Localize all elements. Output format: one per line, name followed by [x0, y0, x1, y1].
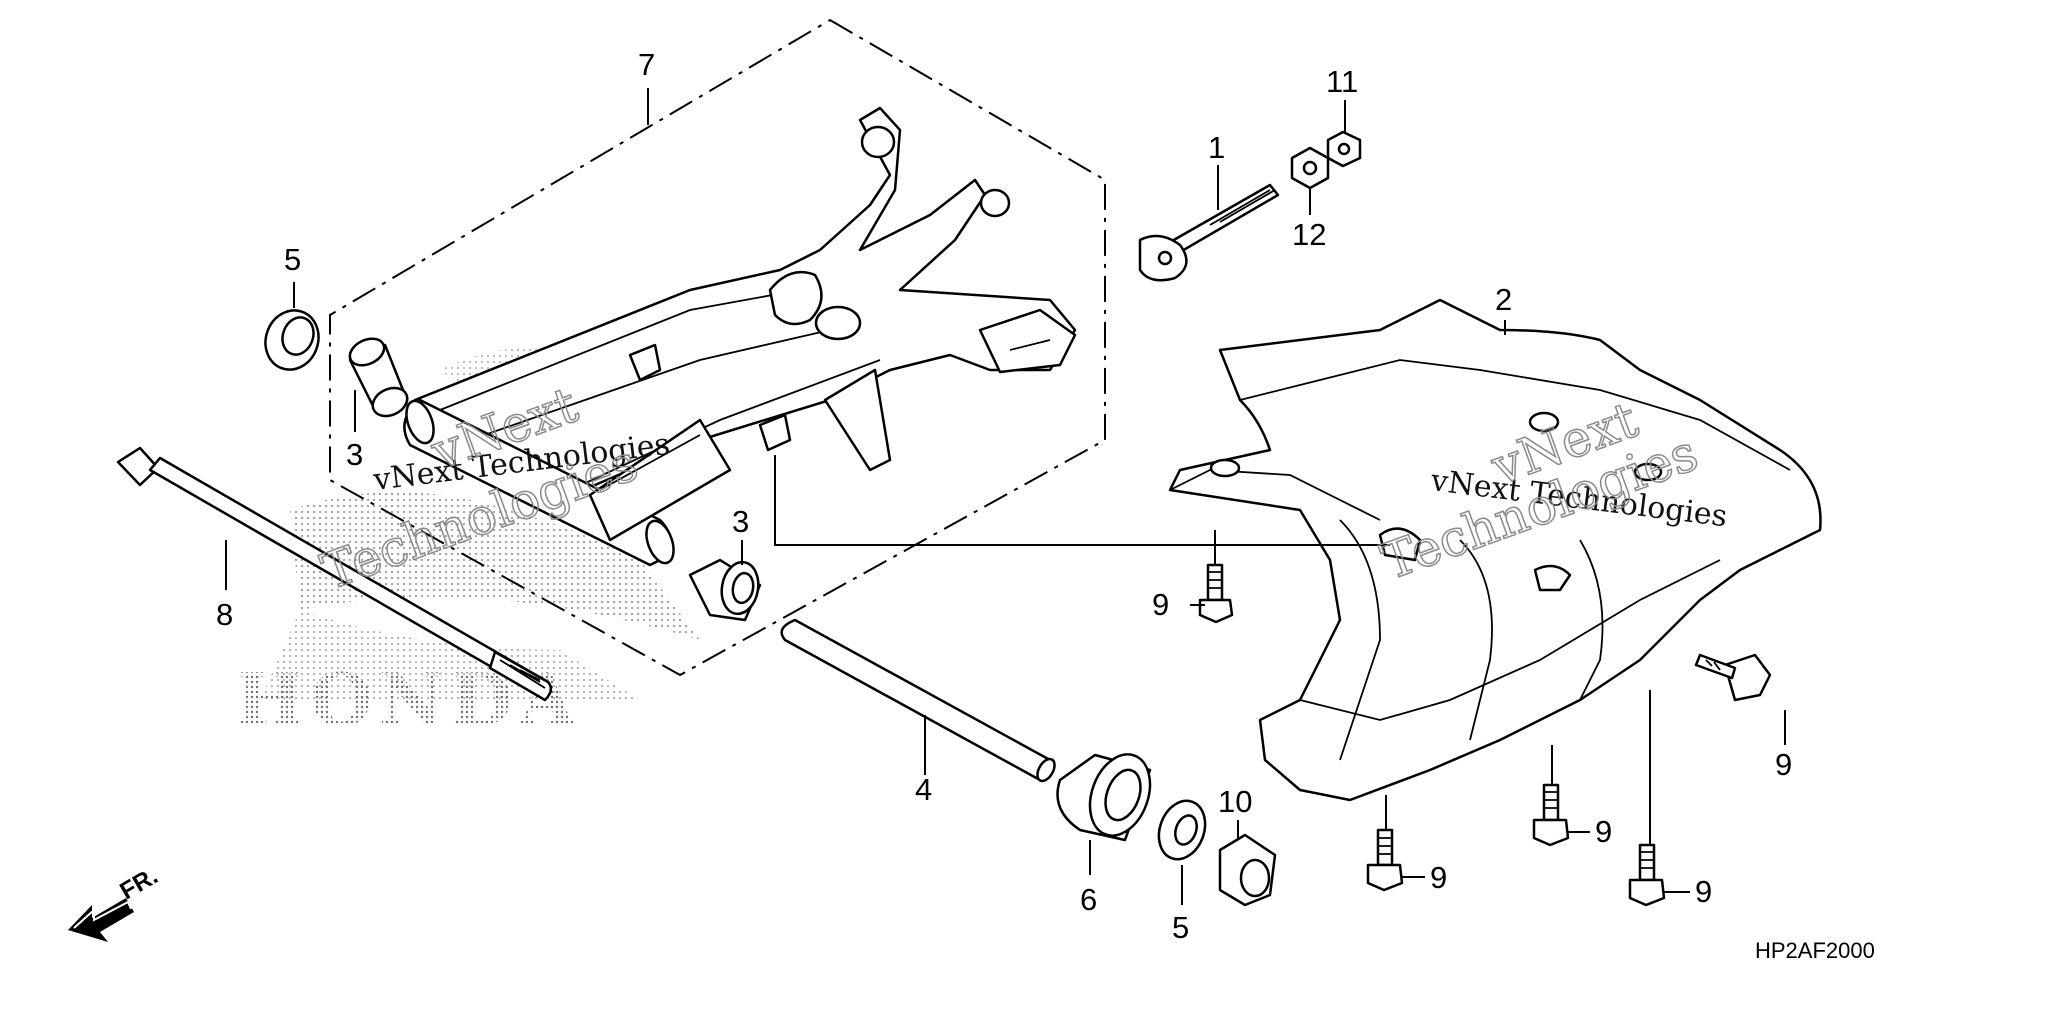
- callout-5-lower: 5: [1172, 910, 1189, 945]
- callout-1: 1: [1208, 130, 1225, 165]
- callout-5-upper: 5: [284, 242, 301, 277]
- front-direction-label: FR.: [116, 862, 163, 905]
- bolt-part-9-d: [1366, 828, 1404, 892]
- callout-9-c: 9: [1595, 814, 1612, 849]
- callout-8: 8: [216, 597, 233, 632]
- callout-9-b: 9: [1775, 747, 1792, 782]
- callout-6: 6: [1080, 882, 1097, 917]
- bolt-part-9-b: [1694, 653, 1772, 702]
- swing-arm-part-7: [403, 106, 1077, 567]
- nut-part-11: [1326, 130, 1362, 168]
- seal-part-5-upper: [264, 309, 320, 371]
- bolt-part-9-a: [1198, 563, 1234, 624]
- callout-4: 4: [915, 772, 932, 807]
- callout-11: 11: [1326, 64, 1358, 99]
- part-callouts: 7 5 3 3 8 4 6 5 10 1 11 12 2 9 9 9 9 9: [216, 47, 1792, 945]
- callout-9-a: 9: [1152, 587, 1169, 622]
- bushing-part-3-lower: [688, 558, 762, 622]
- callout-12: 12: [1292, 217, 1326, 252]
- bushing-part-3-upper: [348, 337, 409, 418]
- rear-cover-part-2: [1168, 298, 1822, 802]
- figure-code: HP2AF2000: [1755, 938, 1875, 963]
- pivot-bolt-part-8: [116, 446, 553, 702]
- bolt-part-9-e: [1628, 843, 1666, 907]
- nut-part-10: [1218, 833, 1277, 907]
- callout-2: 2: [1495, 282, 1512, 317]
- axle-tube-part-4: [780, 618, 1056, 783]
- washer-part-5-lower: [1157, 799, 1207, 861]
- callout-3-lower: 3: [732, 504, 749, 539]
- callout-10: 10: [1218, 784, 1252, 819]
- bolt-part-9-c: [1532, 783, 1570, 847]
- nut-part-12: [1290, 146, 1330, 190]
- front-direction-arrow: FR.: [68, 862, 162, 942]
- callout-3-upper: 3: [346, 437, 363, 472]
- callout-9-d: 9: [1430, 860, 1447, 895]
- assembly-boundary-7: [329, 18, 1106, 677]
- callout-7: 7: [638, 47, 655, 82]
- leader-lines: [225, 88, 1786, 905]
- collar-part-6: [1056, 753, 1152, 842]
- callout-9-e: 9: [1695, 874, 1712, 909]
- eye-bolt-part-1: [1138, 183, 1280, 282]
